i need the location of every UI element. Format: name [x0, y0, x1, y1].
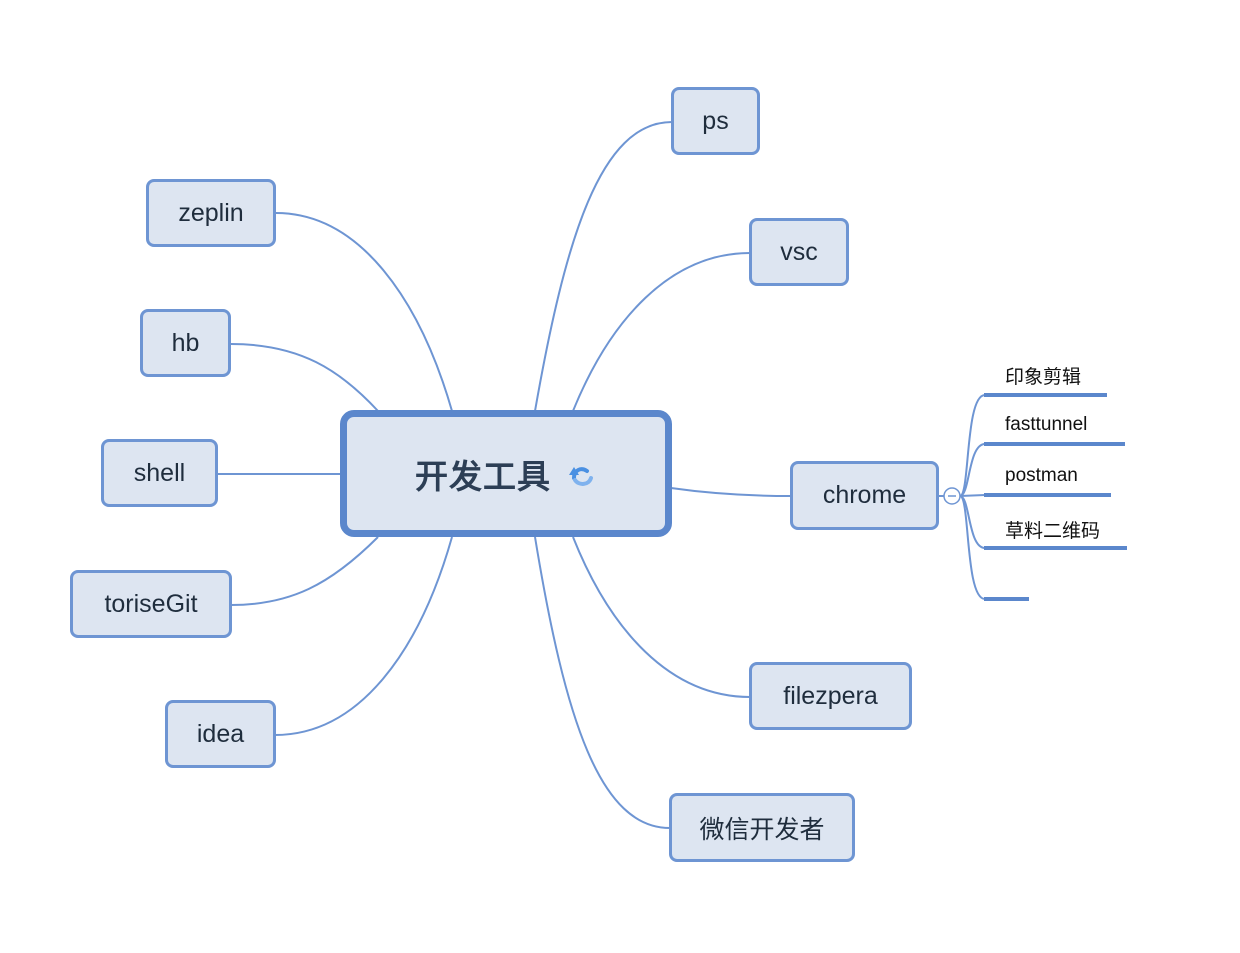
- node-filezpera[interactable]: filezpera: [749, 662, 912, 730]
- link-chrome-sub3: [959, 494, 986, 497]
- node-torisegit[interactable]: toriseGit: [70, 570, 232, 638]
- link-hb: [230, 343, 379, 412]
- link-ps: [534, 121, 673, 412]
- node-hb[interactable]: hb: [140, 309, 231, 377]
- link-filezpera: [572, 536, 751, 698]
- node-zeplin[interactable]: zeplin: [146, 179, 276, 247]
- node-weixin[interactable]: 微信开发者: [669, 793, 855, 862]
- refresh-arrow-icon: [565, 458, 597, 490]
- chrome-child-3-underline: [984, 493, 1111, 497]
- chrome-child-5-underline[interactable]: [984, 597, 1029, 601]
- chrome-child-4-underline: [984, 546, 1127, 550]
- link-weixin: [534, 536, 671, 829]
- node-shell[interactable]: shell: [101, 439, 218, 507]
- node-chrome[interactable]: chrome: [790, 461, 939, 530]
- link-vsc: [572, 252, 751, 412]
- chrome-child-1-underline: [984, 393, 1107, 397]
- central-node[interactable]: 开发工具: [340, 410, 672, 537]
- link-torisegit: [230, 536, 379, 606]
- link-chrome-sub5: [959, 495, 986, 600]
- link-chrome-sub1: [959, 394, 986, 497]
- chrome-child-4-label[interactable]: 草料二维码: [1005, 521, 1101, 542]
- node-vsc[interactable]: vsc: [749, 218, 849, 286]
- link-chrome: [670, 487, 792, 497]
- chrome-child-3-label[interactable]: postman: [1005, 465, 1078, 486]
- link-idea: [274, 536, 453, 736]
- chrome-child-2-label[interactable]: fasttunnel: [1005, 414, 1088, 435]
- node-ps[interactable]: ps: [671, 87, 760, 155]
- node-idea[interactable]: idea: [165, 700, 276, 768]
- link-chrome-sub2: [959, 443, 986, 497]
- chrome-child-2-underline: [984, 442, 1125, 446]
- chrome-child-1-label[interactable]: 印象剪辑: [1005, 367, 1082, 388]
- central-title: 开发工具: [415, 457, 551, 495]
- link-zeplin: [275, 212, 453, 412]
